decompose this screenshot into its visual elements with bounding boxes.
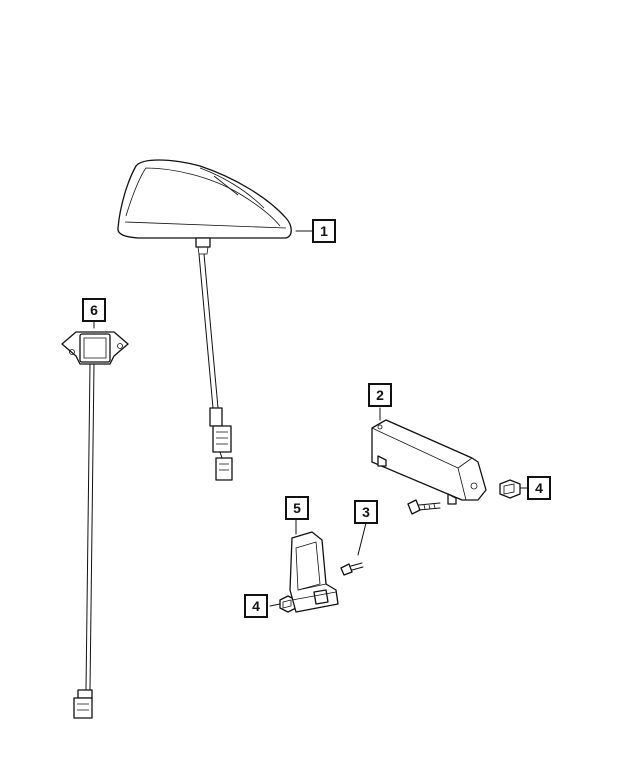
- bolt: [407, 499, 441, 515]
- callout-1: 1: [312, 219, 336, 243]
- leader-lines: [93, 230, 531, 607]
- shark-fin-antenna: [117, 159, 292, 481]
- clip-nut-right: [499, 479, 521, 499]
- mounting-bracket: [371, 419, 487, 505]
- antenna-cover: [289, 531, 339, 613]
- callout-4-lower: 4: [244, 594, 268, 618]
- gps-module: [61, 331, 129, 719]
- callout-6: 6: [82, 298, 106, 322]
- callout-5: 5: [285, 496, 309, 520]
- callout-2: 2: [368, 383, 392, 407]
- callout-4-right: 4: [527, 476, 551, 500]
- screw-small: [340, 562, 364, 576]
- callout-3: 3: [354, 500, 378, 524]
